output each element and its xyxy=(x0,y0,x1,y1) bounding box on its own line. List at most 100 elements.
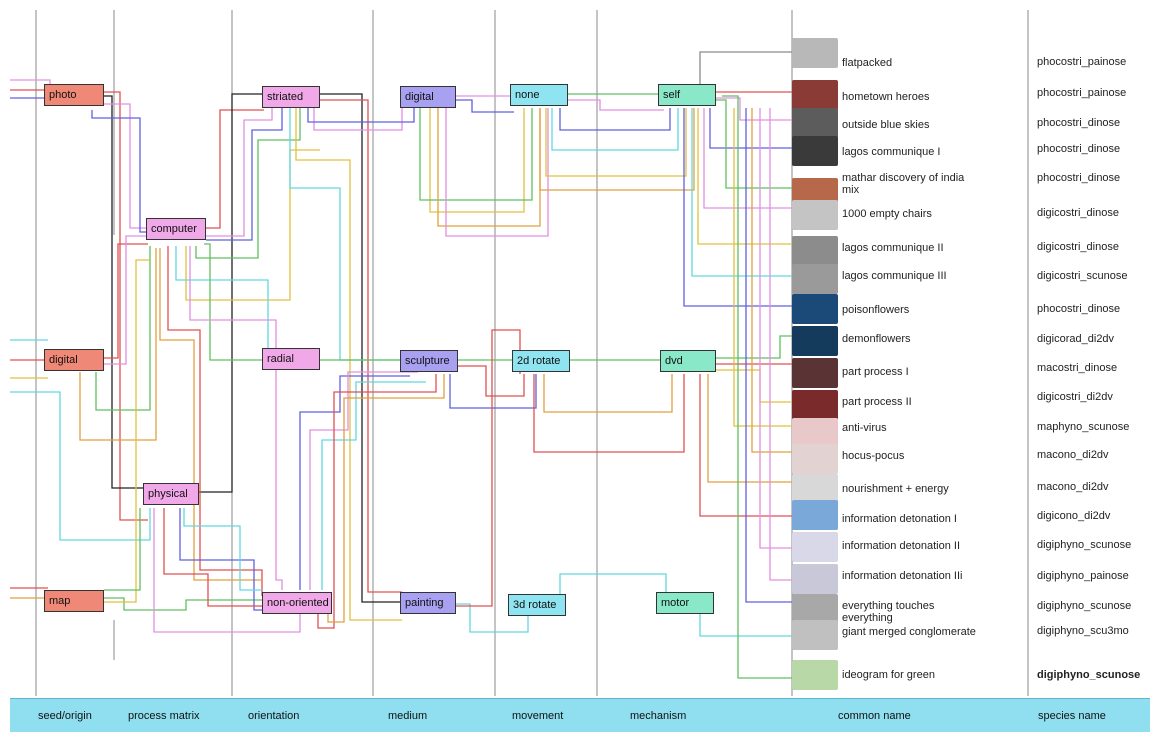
work-species-name: digicostri_di2dv xyxy=(1037,391,1113,403)
connector xyxy=(10,391,151,541)
connector xyxy=(559,573,667,604)
work-common-name: information detonation IIi xyxy=(842,570,963,582)
connector xyxy=(320,99,402,593)
connector xyxy=(419,108,533,201)
node-computer[interactable]: computer xyxy=(146,218,206,240)
connector xyxy=(691,108,792,277)
connector xyxy=(295,108,402,621)
work-species-name: macono_di2dv xyxy=(1037,449,1109,461)
work-thumbnail[interactable] xyxy=(792,594,838,624)
node-painting[interactable]: painting xyxy=(400,592,456,614)
connector xyxy=(185,149,320,301)
work-common-name: 1000 empty chairs xyxy=(842,208,932,220)
work-thumbnail[interactable] xyxy=(792,474,838,504)
connector xyxy=(699,374,792,517)
node-self[interactable]: self xyxy=(658,84,716,106)
work-thumbnail[interactable] xyxy=(792,108,838,138)
column-label-medium: medium xyxy=(388,710,428,722)
connector xyxy=(206,109,264,229)
work-common-name: hocus-pocus xyxy=(842,450,905,462)
column-label-process-matrix: process matrix xyxy=(128,710,200,722)
column-label-mechanism: mechanism xyxy=(630,710,687,722)
column-label-seed-origin: seed/origin xyxy=(38,710,92,722)
connector xyxy=(449,374,537,409)
connector xyxy=(559,108,671,131)
connector xyxy=(703,108,792,209)
work-common-name: hometown heroes xyxy=(842,91,930,103)
node-photo[interactable]: photo xyxy=(44,84,104,106)
work-thumbnail[interactable] xyxy=(792,236,838,266)
work-common-name: everything touches everything xyxy=(842,600,935,624)
connector xyxy=(206,108,273,237)
work-thumbnail[interactable] xyxy=(792,660,838,690)
work-thumbnail[interactable] xyxy=(792,326,838,356)
connector xyxy=(458,365,525,397)
connector xyxy=(321,381,426,590)
connector xyxy=(551,108,679,151)
connector xyxy=(437,108,541,227)
connector xyxy=(545,108,687,177)
work-thumbnail[interactable] xyxy=(792,200,838,230)
node-sculpture[interactable]: sculpture xyxy=(400,350,458,372)
work-common-name: outside blue skies xyxy=(842,119,930,131)
node-striated[interactable]: striated xyxy=(262,86,320,108)
work-species-name: phocostri_dinose xyxy=(1037,172,1121,184)
work-thumbnail[interactable] xyxy=(792,444,838,474)
connector xyxy=(759,108,792,549)
work-thumbnail[interactable] xyxy=(792,358,838,388)
work-species-name: digiphyno_scunose xyxy=(1037,539,1132,551)
connector xyxy=(456,99,514,113)
connector xyxy=(104,508,141,591)
work-common-name: information detonation II xyxy=(842,540,961,552)
work-thumbnail[interactable] xyxy=(792,532,838,562)
connector xyxy=(198,93,264,493)
work-species-name: digicostri_dinose xyxy=(1037,241,1119,253)
node-non-oriented[interactable]: non-oriented xyxy=(262,592,332,614)
connector xyxy=(697,108,792,245)
connector xyxy=(307,108,415,123)
connector xyxy=(102,91,148,521)
node-2d-rotate[interactable]: 2d rotate xyxy=(512,350,570,372)
work-thumbnail[interactable] xyxy=(792,80,838,110)
work-thumbnail[interactable] xyxy=(792,500,838,530)
work-species-name: macostri_dinose xyxy=(1037,362,1118,374)
work-species-name: digiphyno_scu3mo xyxy=(1037,625,1129,637)
node-dvd[interactable]: dvd xyxy=(660,350,716,372)
work-species-name: digicorad_di2dv xyxy=(1037,333,1115,345)
connector xyxy=(95,246,151,411)
node-digital-seed[interactable]: digital xyxy=(44,349,104,371)
node-radial[interactable]: radial xyxy=(262,348,320,370)
work-common-name: poisonflowers xyxy=(842,304,910,316)
node-digital-medium[interactable]: digital xyxy=(400,86,456,108)
work-thumbnail[interactable] xyxy=(792,390,838,420)
work-thumbnail[interactable] xyxy=(792,264,838,294)
node-map[interactable]: map xyxy=(44,590,104,612)
node-physical[interactable]: physical xyxy=(143,483,199,505)
connector xyxy=(716,97,792,121)
work-thumbnail[interactable] xyxy=(792,136,838,166)
node-motor[interactable]: motor xyxy=(656,592,714,614)
connector xyxy=(153,508,301,633)
column-label-common-name: common name xyxy=(838,710,911,722)
work-thumbnail[interactable] xyxy=(792,564,838,594)
connector xyxy=(539,108,695,191)
work-common-name: lagos communique III xyxy=(842,270,947,282)
connector xyxy=(159,248,262,581)
connector xyxy=(167,246,263,596)
connector xyxy=(206,108,283,241)
connector xyxy=(309,371,418,590)
work-species-name: phocostri_dinose xyxy=(1037,303,1121,315)
connector xyxy=(769,108,792,581)
connector xyxy=(189,246,283,590)
connector xyxy=(327,374,445,623)
work-thumbnail[interactable] xyxy=(792,294,838,324)
connector xyxy=(699,51,792,84)
node-3d-rotate[interactable]: 3d rotate xyxy=(508,594,566,616)
work-common-name: mathar discovery of india mix xyxy=(842,172,965,196)
work-species-name: digicostri_dinose xyxy=(1037,207,1119,219)
work-thumbnail[interactable] xyxy=(792,38,838,68)
node-none[interactable]: none xyxy=(510,84,568,106)
connector xyxy=(204,243,262,361)
work-thumbnail[interactable] xyxy=(792,620,838,650)
work-thumbnail[interactable] xyxy=(792,418,838,448)
